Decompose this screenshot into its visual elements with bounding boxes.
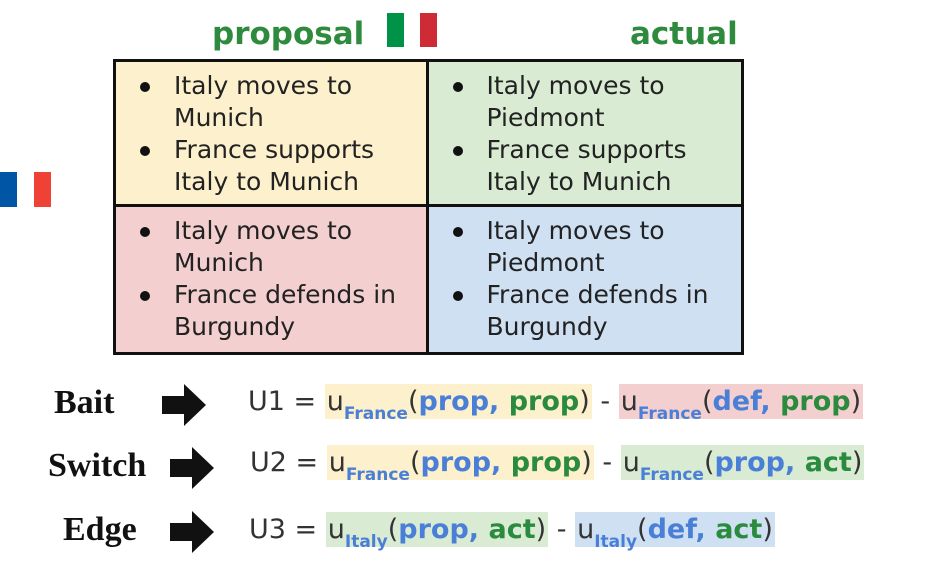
equation-lhs: U1 = <box>248 386 317 417</box>
list-item: France defends in Burgundy <box>136 279 416 343</box>
france-flag-icon <box>0 172 51 207</box>
switch-label: Switch <box>48 447 147 484</box>
right-arrow-icon <box>162 384 206 426</box>
term-france-prop-prop: uFrance(prop, prop) <box>324 384 592 424</box>
list-item: Italy moves to Munich <box>136 70 416 134</box>
term-italy-prop-act: uItaly(prop, act) <box>325 512 549 552</box>
equation-u1: U1 = uFrance(prop, prop) - uFrance(def, … <box>248 384 864 424</box>
edge-label: Edge <box>63 511 137 548</box>
right-arrow-icon <box>170 511 214 553</box>
list-item: France defends in Burgundy <box>449 279 732 343</box>
term-france-def-prop: uFrance(def, prop) <box>618 384 864 424</box>
list-item: France supports Italy to Munich <box>449 134 732 198</box>
cell-actual-support: Italy moves to Piedmont France supports … <box>428 62 741 207</box>
cell-proposal-defend: Italy moves to Munich France defends in … <box>116 207 429 352</box>
term-italy-def-act: uItaly(def, act) <box>575 512 775 552</box>
actual-label: actual <box>630 16 738 52</box>
proposal-label: proposal <box>212 16 365 52</box>
term-france-prop-act: uFrance(prop, act) <box>620 445 865 485</box>
equation-lhs: U3 = <box>249 514 318 545</box>
outcome-grid: Italy moves to Munich France supports It… <box>113 59 744 355</box>
equation-u3: U3 = uItaly(prop, act) - uItaly(def, act… <box>249 512 775 552</box>
equation-u2: U2 = uFrance(prop, prop) - uFrance(prop,… <box>250 445 865 485</box>
list-item: France supports Italy to Munich <box>136 134 416 198</box>
bait-label: Bait <box>54 384 115 421</box>
cell-actual-defend: Italy moves to Piedmont France defends i… <box>428 207 741 352</box>
italy-flag-icon <box>387 13 437 47</box>
list-item: Italy moves to Piedmont <box>449 70 732 134</box>
right-arrow-icon <box>170 447 214 489</box>
list-item: Italy moves to Munich <box>136 215 416 279</box>
list-item: Italy moves to Piedmont <box>449 215 732 279</box>
term-france-prop-prop: uFrance(prop, prop) <box>326 445 594 485</box>
equation-lhs: U2 = <box>250 447 319 478</box>
cell-proposal-support: Italy moves to Munich France supports It… <box>116 62 429 207</box>
